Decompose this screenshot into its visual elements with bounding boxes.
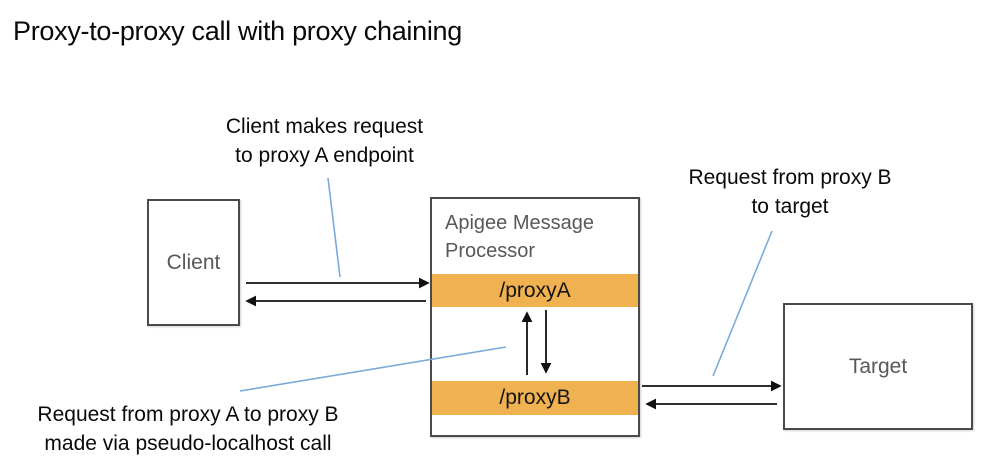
target-label: Target: [848, 354, 908, 378]
proxy-a-bar: /proxyA: [432, 274, 638, 307]
callout-proxya-to-proxyb-line2: made via pseudo-localhost call: [44, 432, 332, 455]
leader-proxyb-to-target: [712, 230, 773, 377]
callout-proxya-to-proxyb: Request from proxy A to proxy B made via…: [10, 400, 366, 458]
callout-client-request: Client makes request to proxy A endpoint: [172, 112, 477, 170]
diagram-title: Proxy-to-proxy call with proxy chaining: [13, 16, 462, 46]
message-processor-label: Apigee Message Processor: [445, 212, 594, 262]
proxy-b-label: /proxyB: [499, 386, 571, 409]
message-processor-box: Apigee Message Processor /proxyA /proxyB: [430, 197, 640, 437]
callout-proxyb-to-target-line2: to target: [751, 195, 829, 218]
callout-client-request-line2: to proxy A endpoint: [235, 144, 414, 167]
client-box: Client: [147, 199, 240, 326]
callout-client-request-line1: Client makes request: [225, 115, 424, 138]
callout-proxyb-to-target: Request from proxy B to target: [640, 163, 940, 221]
proxy-a-label: /proxyA: [499, 278, 571, 302]
leader-client-request: [327, 177, 341, 278]
target-box: Target: [783, 303, 973, 430]
callout-proxya-to-proxyb-line1: Request from proxy A to proxy B: [37, 403, 339, 426]
callout-proxyb-to-target-line1: Request from proxy B: [688, 166, 892, 189]
client-label: Client: [166, 250, 221, 274]
proxy-b-bar: /proxyB: [432, 381, 638, 415]
